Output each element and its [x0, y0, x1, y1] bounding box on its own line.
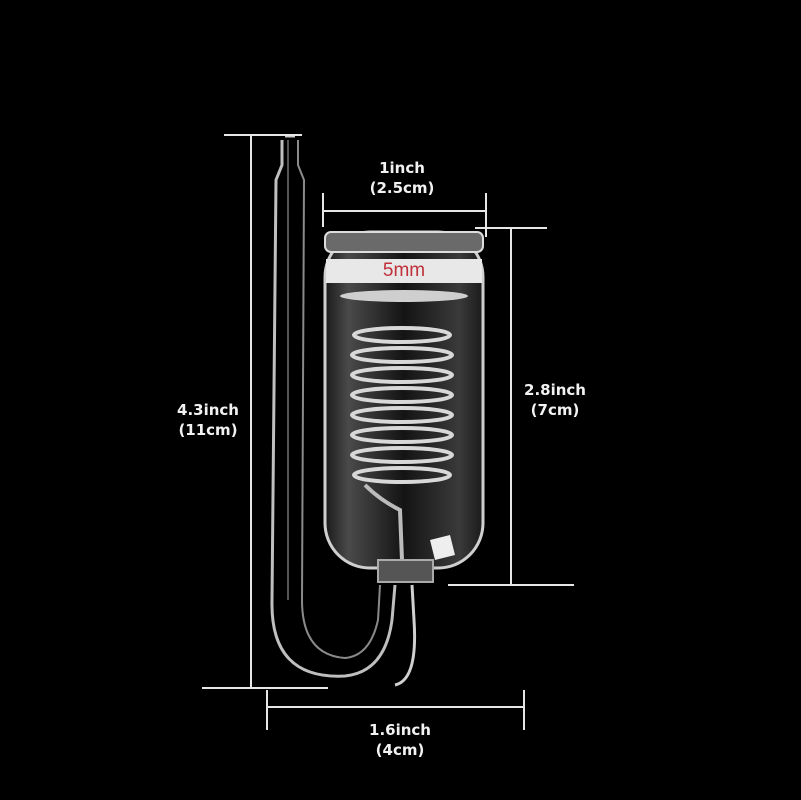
label-bottom-width-cm: (4cm)	[375, 741, 425, 759]
dim-line-bottom-width	[266, 706, 524, 708]
dim-line-top-width	[322, 210, 486, 212]
spiral-coil	[350, 326, 454, 484]
band-label: 5mm	[382, 260, 426, 281]
dim-line-bottom-width-right-tick	[523, 690, 525, 730]
dim-line-top-width-right-tick	[485, 193, 487, 237]
dim-line-chamber-height	[510, 227, 512, 585]
label-total-height-cm: (11cm)	[178, 421, 238, 439]
dim-line-total-height-top-tick	[224, 134, 302, 136]
diffuser-chamber	[323, 230, 485, 583]
label-top-width: 1inch (2.5cm)	[352, 158, 452, 198]
label-chamber-height: 2.8inch (7cm)	[505, 380, 605, 420]
label-total-height: 4.3inch (11cm)	[158, 400, 258, 440]
dim-line-chamber-height-bottom-tick	[448, 584, 574, 586]
label-chamber-height-cm: (7cm)	[530, 401, 580, 419]
dim-line-bottom-width-left-tick	[266, 690, 268, 730]
label-top-width-cm: (2.5cm)	[369, 179, 435, 197]
inlet-tube	[270, 134, 417, 687]
dim-line-total-height-bottom-tick	[202, 687, 328, 689]
label-top-width-inch: 1inch	[379, 159, 425, 177]
dim-line-top-width-left-tick	[322, 193, 324, 227]
dim-line-total-height	[250, 134, 252, 688]
label-total-height-inch: 4.3inch	[177, 401, 239, 419]
label-bottom-width-inch: 1.6inch	[369, 721, 431, 739]
band	[326, 259, 482, 283]
label-bottom-width: 1.6inch (4cm)	[350, 720, 450, 760]
label-chamber-height-inch: 2.8inch	[524, 381, 586, 399]
